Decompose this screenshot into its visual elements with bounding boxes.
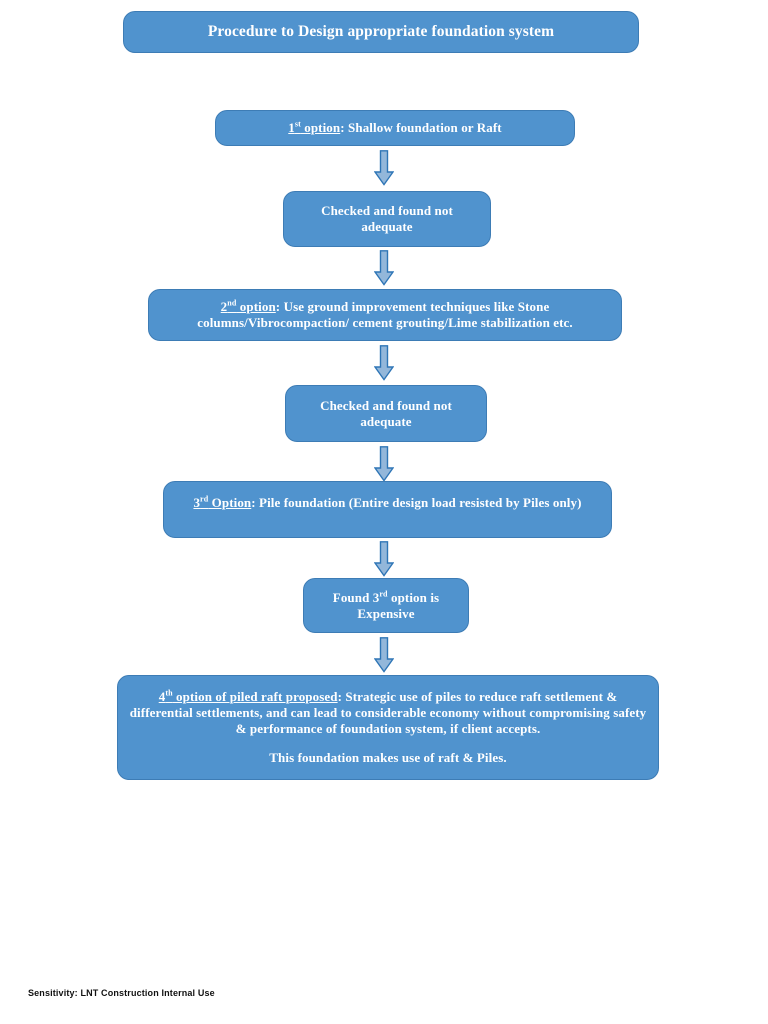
flowchart-title-text: Procedure to Design appropriate foundati…	[207, 22, 555, 40]
node-check-2: Checked and found not adequate	[285, 385, 487, 442]
sensitivity-footer-label: Sensitivity: LNT Construction Internal U…	[28, 988, 215, 998]
node-option-4-text: 4th option of piled raft proposed: Strat…	[118, 689, 658, 766]
ordinal-suffix: rd	[379, 589, 388, 599]
node-found-expensive: Found 3rd option is Expensive	[303, 578, 469, 633]
ordinal-suffix: st	[294, 119, 301, 129]
down-arrow-icon	[374, 345, 394, 381]
node-option-3-label: 3rd Option	[193, 494, 252, 510]
ordinal-suffix: th	[165, 688, 173, 698]
node-option-3-text: 3rd Option: Pile foundation (Entire desi…	[164, 482, 611, 511]
node-option-3-body: : Pile foundation (Entire design load re…	[251, 495, 582, 510]
node-option-4-paragraph-2: This foundation makes use of raft & Pile…	[269, 750, 507, 766]
node-check-1-line2: adequate	[361, 219, 413, 234]
node-option-3: 3rd Option: Pile foundation (Entire desi…	[163, 481, 612, 538]
node-option-2-text: 2nd option: Use ground improvement techn…	[149, 299, 621, 331]
node-option-2-body: : Use ground improvement techniques like…	[197, 299, 573, 330]
ordinal-suffix: rd	[200, 494, 209, 504]
node-found-expensive-line2: Expensive	[357, 605, 415, 621]
node-check-1: Checked and found not adequate	[283, 191, 491, 247]
node-option-2-label: 2nd option	[220, 298, 276, 315]
ordinal-suffix: nd	[227, 298, 237, 308]
node-check-1-text: Checked and found not adequate	[284, 203, 490, 235]
node-found-expensive-line1: Found 3rd option is	[332, 589, 440, 605]
node-option-4: 4th option of piled raft proposed: Strat…	[117, 675, 659, 780]
node-option-1: 1st option: Shallow foundation or Raft	[215, 110, 575, 146]
flowchart-title-box: Procedure to Design appropriate foundati…	[123, 11, 639, 53]
node-check-2-text: Checked and found not adequate	[286, 398, 486, 430]
node-option-4-paragraph-1: 4th option of piled raft proposed: Strat…	[128, 689, 648, 737]
down-arrow-icon	[374, 150, 394, 186]
node-check-2-line1: Checked and found not	[320, 397, 452, 413]
node-option-4-body: : Strategic use of piles to reduce raft …	[129, 688, 647, 736]
node-option-1-body: : Shallow foundation or Raft	[340, 120, 502, 136]
down-arrow-icon	[374, 250, 394, 286]
node-option-1-text: 1st option: Shallow foundation or Raft	[216, 120, 574, 136]
node-found-expensive-text: Found 3rd option is Expensive	[304, 590, 468, 622]
node-option-4-label: 4th option of piled raft proposed	[158, 688, 338, 704]
down-arrow-icon	[374, 637, 394, 673]
down-arrow-icon	[374, 541, 394, 577]
node-check-2-line2: adequate	[360, 413, 412, 429]
down-arrow-icon	[374, 446, 394, 482]
node-check-1-line1: Checked and found not	[321, 203, 453, 219]
node-option-1-label: 1st option	[288, 119, 341, 136]
node-option-2: 2nd option: Use ground improvement techn…	[148, 289, 622, 341]
